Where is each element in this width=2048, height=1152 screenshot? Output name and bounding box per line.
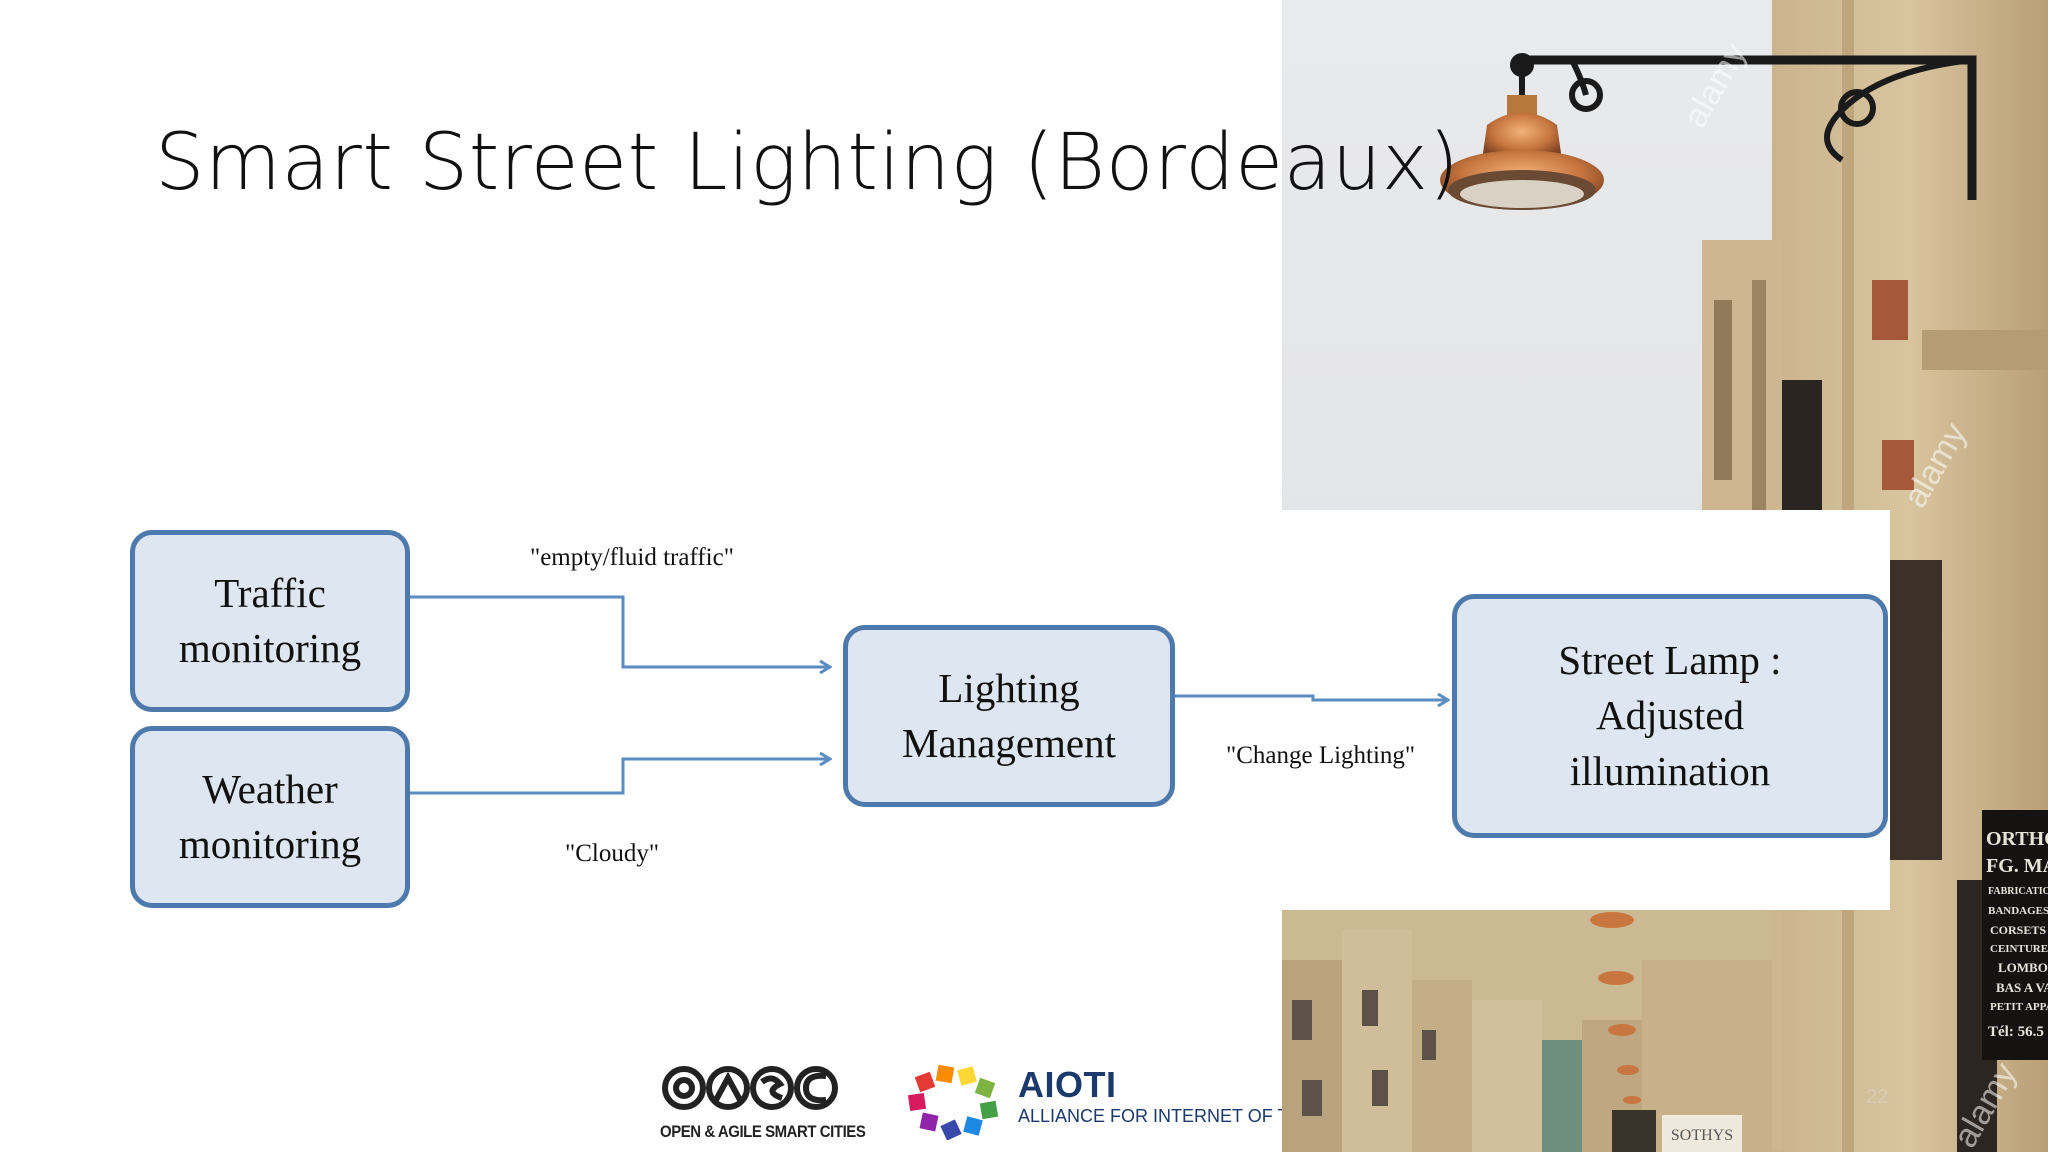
footer-logos: OPEN & AGILE SMART CITIES AIOTI ALLIANCE… [0,1050,1282,1152]
weather-monitoring-node: Weather monitoring [130,726,410,908]
sign-line-2: FG. MAU [1986,855,2048,877]
page-number: 22 [1866,1086,1889,1108]
edge-label-change-lighting: "Change Lighting" [1226,742,1416,769]
weather-node-line-2: monitoring [178,821,362,867]
management-node-line-2: Management [901,720,1117,766]
sign-line-1: ORTHOP [1986,828,2048,850]
lamp-node-line-2: Adjusted [1595,692,1745,739]
traffic-monitoring-node: Traffic monitoring [130,530,410,712]
oasc-logo: OPEN & AGILE SMART CITIES [660,1060,866,1141]
slide-title: Smart Street Lighting (Bordeaux) [155,118,1460,208]
aioti-logo-icon [907,1064,999,1140]
traffic-node-line-1: Traffic [214,569,326,616]
sign-line-6: CEINTURES M [1990,943,2048,955]
edge-label-traffic: "empty/fluid traffic" [530,544,734,571]
arrow-weather-to-management [410,759,830,795]
oasc-text: OPEN & AGILE SMART CITIES [660,1122,866,1141]
lamp-node-line-3: illumination [1569,747,1771,794]
lamp-node-line-1: Street Lamp : [1558,636,1782,683]
arrow-management-to-lamp [1175,696,1448,700]
sign-line-10: Tél: 56.5 [1988,1024,2044,1040]
management-node-line-1: Lighting [938,664,1080,711]
sign-line-3: FABRICATION SU [1988,886,2048,897]
shop-sign-text: SOTHYS [1671,1127,1733,1144]
diagram-arrows [410,595,1890,795]
flow-diagram: Traffic monitoring Weather monitoring Li… [0,510,1890,910]
traffic-node-line-2: monitoring [178,625,362,671]
lighting-management-node: Lighting Management [843,625,1175,807]
street-lamp-node: Street Lamp : Adjusted illumination [1452,594,1888,838]
oasc-symbol-icon [662,1066,838,1110]
edge-label-weather: "Cloudy" [565,840,660,867]
sign-line-9: PETIT APPA [1990,1001,2048,1013]
sign-line-7: LOMBOS [1998,960,2048,975]
sign-line-8: BAS A VA [1996,980,2048,995]
sign-line-5: CORSETS M [1990,923,2048,937]
arrow-traffic-to-management [410,595,830,667]
weather-node-line-1: Weather [202,765,338,812]
sign-line-4: BANDAGES HE [1988,905,2048,917]
aioti-name: AIOTI [1018,1064,1117,1105]
aioti-subtitle: ALLIANCE FOR INTERNET OF THINGS INNOVATI… [1018,1106,1282,1126]
